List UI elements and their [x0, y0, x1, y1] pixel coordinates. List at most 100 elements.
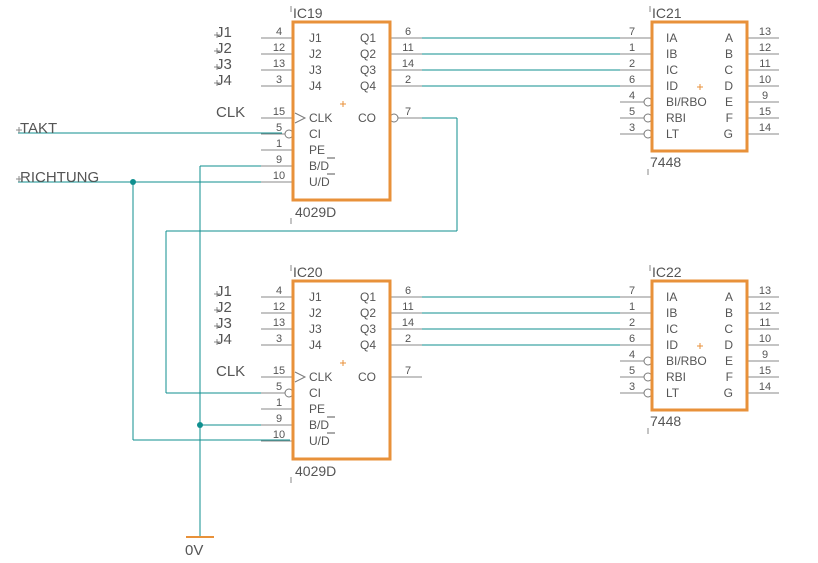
pin-label-bd: B/D — [309, 159, 329, 173]
wires — [18, 37, 652, 538]
chip-value: 7448 — [650, 413, 681, 429]
pin-label-lt: LT — [666, 386, 680, 400]
pin-number-13: 13 — [759, 26, 771, 38]
pin-number-9: 9 — [276, 413, 282, 425]
pin-number-15: 15 — [273, 106, 285, 118]
net-label-ic20-j3: J3 — [216, 315, 232, 332]
pin-label-c: C — [724, 322, 733, 336]
pin-number-12: 12 — [273, 42, 285, 54]
pin-number-7: 7 — [629, 285, 635, 297]
pin-label-j1: J1 — [309, 290, 322, 304]
net-label-ic19-j4: J4 — [216, 72, 232, 89]
pin-number-7: 7 — [629, 26, 635, 38]
pin-label-ci: CI — [309, 127, 321, 141]
pin-number-3: 3 — [629, 122, 635, 134]
pin-number-9: 9 — [276, 154, 282, 166]
chip-body — [650, 279, 749, 412]
pin-label-q1: Q1 — [360, 290, 376, 304]
pin-label-co: CO — [358, 111, 376, 125]
pin-label-ud: U/D — [309, 434, 330, 448]
pin-number-4: 4 — [629, 349, 635, 361]
pin-label-ib: IB — [666, 47, 677, 61]
pin-label-ib: IB — [666, 306, 677, 320]
pin-label-clk: CLK — [309, 111, 332, 125]
pin-label-co: CO — [358, 370, 376, 384]
junction-richtung — [130, 179, 136, 185]
net-label-gnd: 0V — [185, 542, 203, 559]
net-label-ic20-j4: J4 — [216, 331, 232, 348]
pin-label-q4: Q4 — [360, 338, 376, 352]
clock-edge-marker — [294, 371, 307, 383]
pin-number-6: 6 — [629, 333, 635, 345]
chip-reference: IC19 — [293, 5, 323, 21]
pin-number-6: 6 — [629, 74, 635, 86]
pin-number-12: 12 — [273, 301, 285, 313]
chip-reference: IC21 — [652, 5, 682, 21]
pin-number-15: 15 — [759, 106, 771, 118]
net-label-ic20-clk: CLK — [216, 363, 245, 380]
net-label-richtung: RICHTUNG — [20, 169, 99, 186]
pin-number-13: 13 — [759, 285, 771, 297]
chip-body — [291, 279, 392, 461]
pin-label-ud: U/D — [309, 175, 330, 189]
pin-number-10: 10 — [273, 429, 285, 441]
pin-label-id: ID — [666, 338, 678, 352]
pin-label-f: F — [726, 111, 733, 125]
pin-number-4: 4 — [276, 285, 282, 297]
pin-label-pe: PE — [309, 402, 325, 416]
pin-label-ci: CI — [309, 386, 321, 400]
pin-label-ic: IC — [666, 63, 678, 77]
net-label-ic20-j1: J1 — [216, 283, 232, 300]
pin-number-3: 3 — [629, 381, 635, 393]
pin-label-q4: Q4 — [360, 79, 376, 93]
pin-number-13: 13 — [273, 317, 285, 329]
net-label-ic19-j2: J2 — [216, 40, 232, 57]
chip-value: 7448 — [650, 154, 681, 170]
pin-number-9: 9 — [762, 349, 768, 361]
pin-label-a: A — [725, 31, 733, 45]
chip-value: 4029D — [295, 204, 336, 220]
pin-number-5: 5 — [276, 122, 282, 134]
pin-number-4: 4 — [276, 26, 282, 38]
clock-edge-marker — [294, 112, 307, 124]
pin-label-d: D — [724, 79, 733, 93]
pin-label-j3: J3 — [309, 322, 322, 336]
pin-label-g: G — [724, 386, 733, 400]
pin-label-ia: IA — [666, 290, 677, 304]
pin-number-1: 1 — [276, 397, 282, 409]
pin-number-1: 1 — [629, 42, 635, 54]
pin-number-11: 11 — [402, 42, 413, 54]
pin-number-14: 14 — [759, 122, 771, 134]
pin-number-2: 2 — [629, 317, 635, 329]
pin-number-12: 12 — [759, 42, 771, 54]
pin-number-10: 10 — [759, 74, 771, 86]
pin-label-j1: J1 — [309, 31, 322, 45]
pin-label-j4: J4 — [309, 338, 322, 352]
pin-number-6: 6 — [405, 26, 411, 38]
pin-number-2: 2 — [405, 333, 411, 345]
junction-gnd — [197, 422, 203, 428]
chip-body — [650, 20, 749, 153]
pin-label-g: G — [724, 127, 733, 141]
chip-value: 4029D — [295, 463, 336, 479]
pin-label-q3: Q3 — [360, 63, 376, 77]
pin-number-3: 3 — [276, 333, 282, 345]
pin-label-d: D — [724, 338, 733, 352]
pin-number-15: 15 — [273, 365, 285, 377]
pin-label-birbo: BI/RBO — [666, 95, 707, 109]
pin-number-5: 5 — [629, 106, 635, 118]
pin-label-bd: B/D — [309, 418, 329, 432]
pin-number-4: 4 — [629, 90, 635, 102]
pin-label-pe: PE — [309, 143, 325, 157]
pin-number-11: 11 — [759, 58, 770, 70]
pin-label-e: E — [725, 95, 733, 109]
pin-label-lt: LT — [666, 127, 680, 141]
net-label-takt: TAKT — [20, 120, 57, 137]
pin-label-clk: CLK — [309, 370, 332, 384]
pin-label-c: C — [724, 63, 733, 77]
